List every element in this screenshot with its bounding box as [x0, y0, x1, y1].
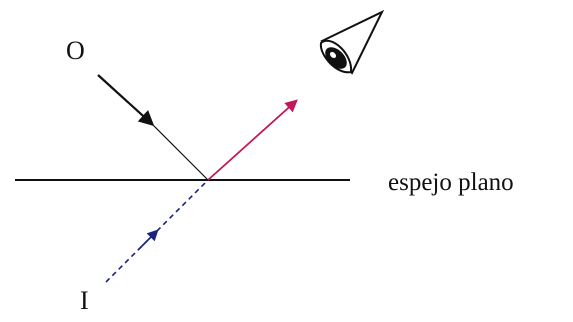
virtual-ray-arrow	[137, 229, 159, 251]
incident-ray-arrow-segment	[97, 74, 155, 127]
reflected-ray	[207, 99, 298, 181]
eye-icon	[319, 9, 385, 75]
object-label: O	[66, 36, 85, 65]
mirror-label: espejo plano	[388, 169, 514, 196]
image-label: I	[80, 286, 89, 315]
incident-ray-line	[151, 123, 209, 181]
